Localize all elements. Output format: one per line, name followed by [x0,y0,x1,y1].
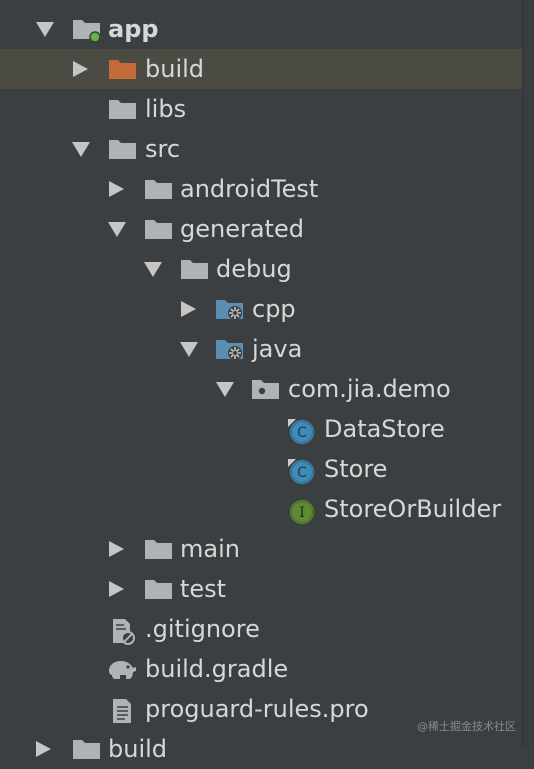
tree-row-next-module[interactable]: build [0,729,534,769]
expand-arrow-icon[interactable] [109,181,124,197]
tree-row-src[interactable]: src [0,129,534,169]
tree-row-test[interactable]: test [0,569,534,609]
tree-row-debug[interactable]: debug [0,249,534,289]
vertical-scrollbar[interactable] [522,0,534,748]
tree-row-datastore[interactable]: C DataStore [0,409,534,449]
tree-label-cpp: cpp [252,295,296,323]
tree-row-build-gradle[interactable]: build.gradle [0,649,534,689]
folder-icon [144,217,174,241]
module-folder-icon [72,17,102,43]
tree-row-cpp[interactable]: cpp [0,289,534,329]
tree-label-androidtest: androidTest [180,175,319,203]
tree-label-storeorbuilder: StoreOrBuilder [324,495,502,523]
ignored-file-icon [108,617,138,645]
expand-arrow-icon[interactable] [73,61,88,77]
tree-row-store[interactable]: C Store [0,449,534,489]
expand-arrow-icon[interactable] [109,581,124,597]
tree-label-generated: generated [180,215,304,243]
generated-source-folder-icon [215,337,245,361]
folder-icon [180,257,210,281]
tree-row-libs[interactable]: libs [0,89,534,129]
tree-label-gitignore: .gitignore [145,615,260,643]
tree-label-package: com.jia.demo [288,375,451,403]
tree-row-app[interactable]: app [0,9,534,49]
tree-row-storeorbuilder[interactable]: I StoreOrBuilder [0,489,534,529]
tree-row-java[interactable]: java [0,329,534,369]
tree-label-proguard: proguard-rules.pro [145,695,369,723]
collapse-arrow-icon[interactable] [180,342,198,357]
tree-label-libs: libs [145,95,187,123]
folder-icon [108,137,138,161]
tree-label-next-module: build [108,735,168,763]
tree-label-java: java [252,335,303,363]
gradle-elephant-icon [106,657,136,681]
tree-label-store: Store [324,455,388,483]
tree-label-datastore: DataStore [324,415,445,443]
tree-label-build-gradle: build.gradle [145,655,289,683]
svg-text:C: C [297,465,307,481]
tree-label-app: app [108,15,159,43]
tree-row-androidtest[interactable]: androidTest [0,169,534,209]
collapse-arrow-icon[interactable] [108,222,126,237]
text-file-icon [108,697,138,723]
collapse-arrow-icon[interactable] [216,382,234,397]
collapse-arrow-icon[interactable] [144,262,162,277]
folder-icon [144,537,174,561]
tree-label-test: test [180,575,227,603]
svg-text:I: I [299,505,305,521]
tree-row-package[interactable]: com.jia.demo [0,369,534,409]
folder-icon [144,577,174,601]
excluded-folder-icon [108,57,138,81]
folder-icon [144,177,174,201]
tree-label-main: main [180,535,240,563]
module-folder-icon [72,737,102,761]
tree-row-gitignore[interactable]: .gitignore [0,609,534,649]
tree-label-debug: debug [216,255,292,283]
collapse-arrow-icon[interactable] [36,22,54,37]
expand-arrow-icon[interactable] [109,541,124,557]
interface-icon: I [286,497,316,524]
tree-row-build[interactable]: build [0,49,523,89]
expand-arrow-icon[interactable] [181,301,196,317]
watermark: @稀土掘金技术社区 [417,720,516,733]
generated-source-folder-icon [215,297,245,321]
tree-row-generated[interactable]: generated [0,209,534,249]
class-icon: C [286,417,316,444]
class-icon: C [286,457,316,484]
folder-icon [108,97,138,121]
expand-arrow-icon[interactable] [36,741,51,757]
tree-row-proguard[interactable]: proguard-rules.pro [0,689,534,729]
package-icon [251,377,281,401]
tree-label-src: src [145,135,181,163]
collapse-arrow-icon[interactable] [72,142,90,157]
svg-text:C: C [297,425,307,441]
tree-row-main[interactable]: main [0,529,534,569]
tree-label-build: build [145,55,205,83]
